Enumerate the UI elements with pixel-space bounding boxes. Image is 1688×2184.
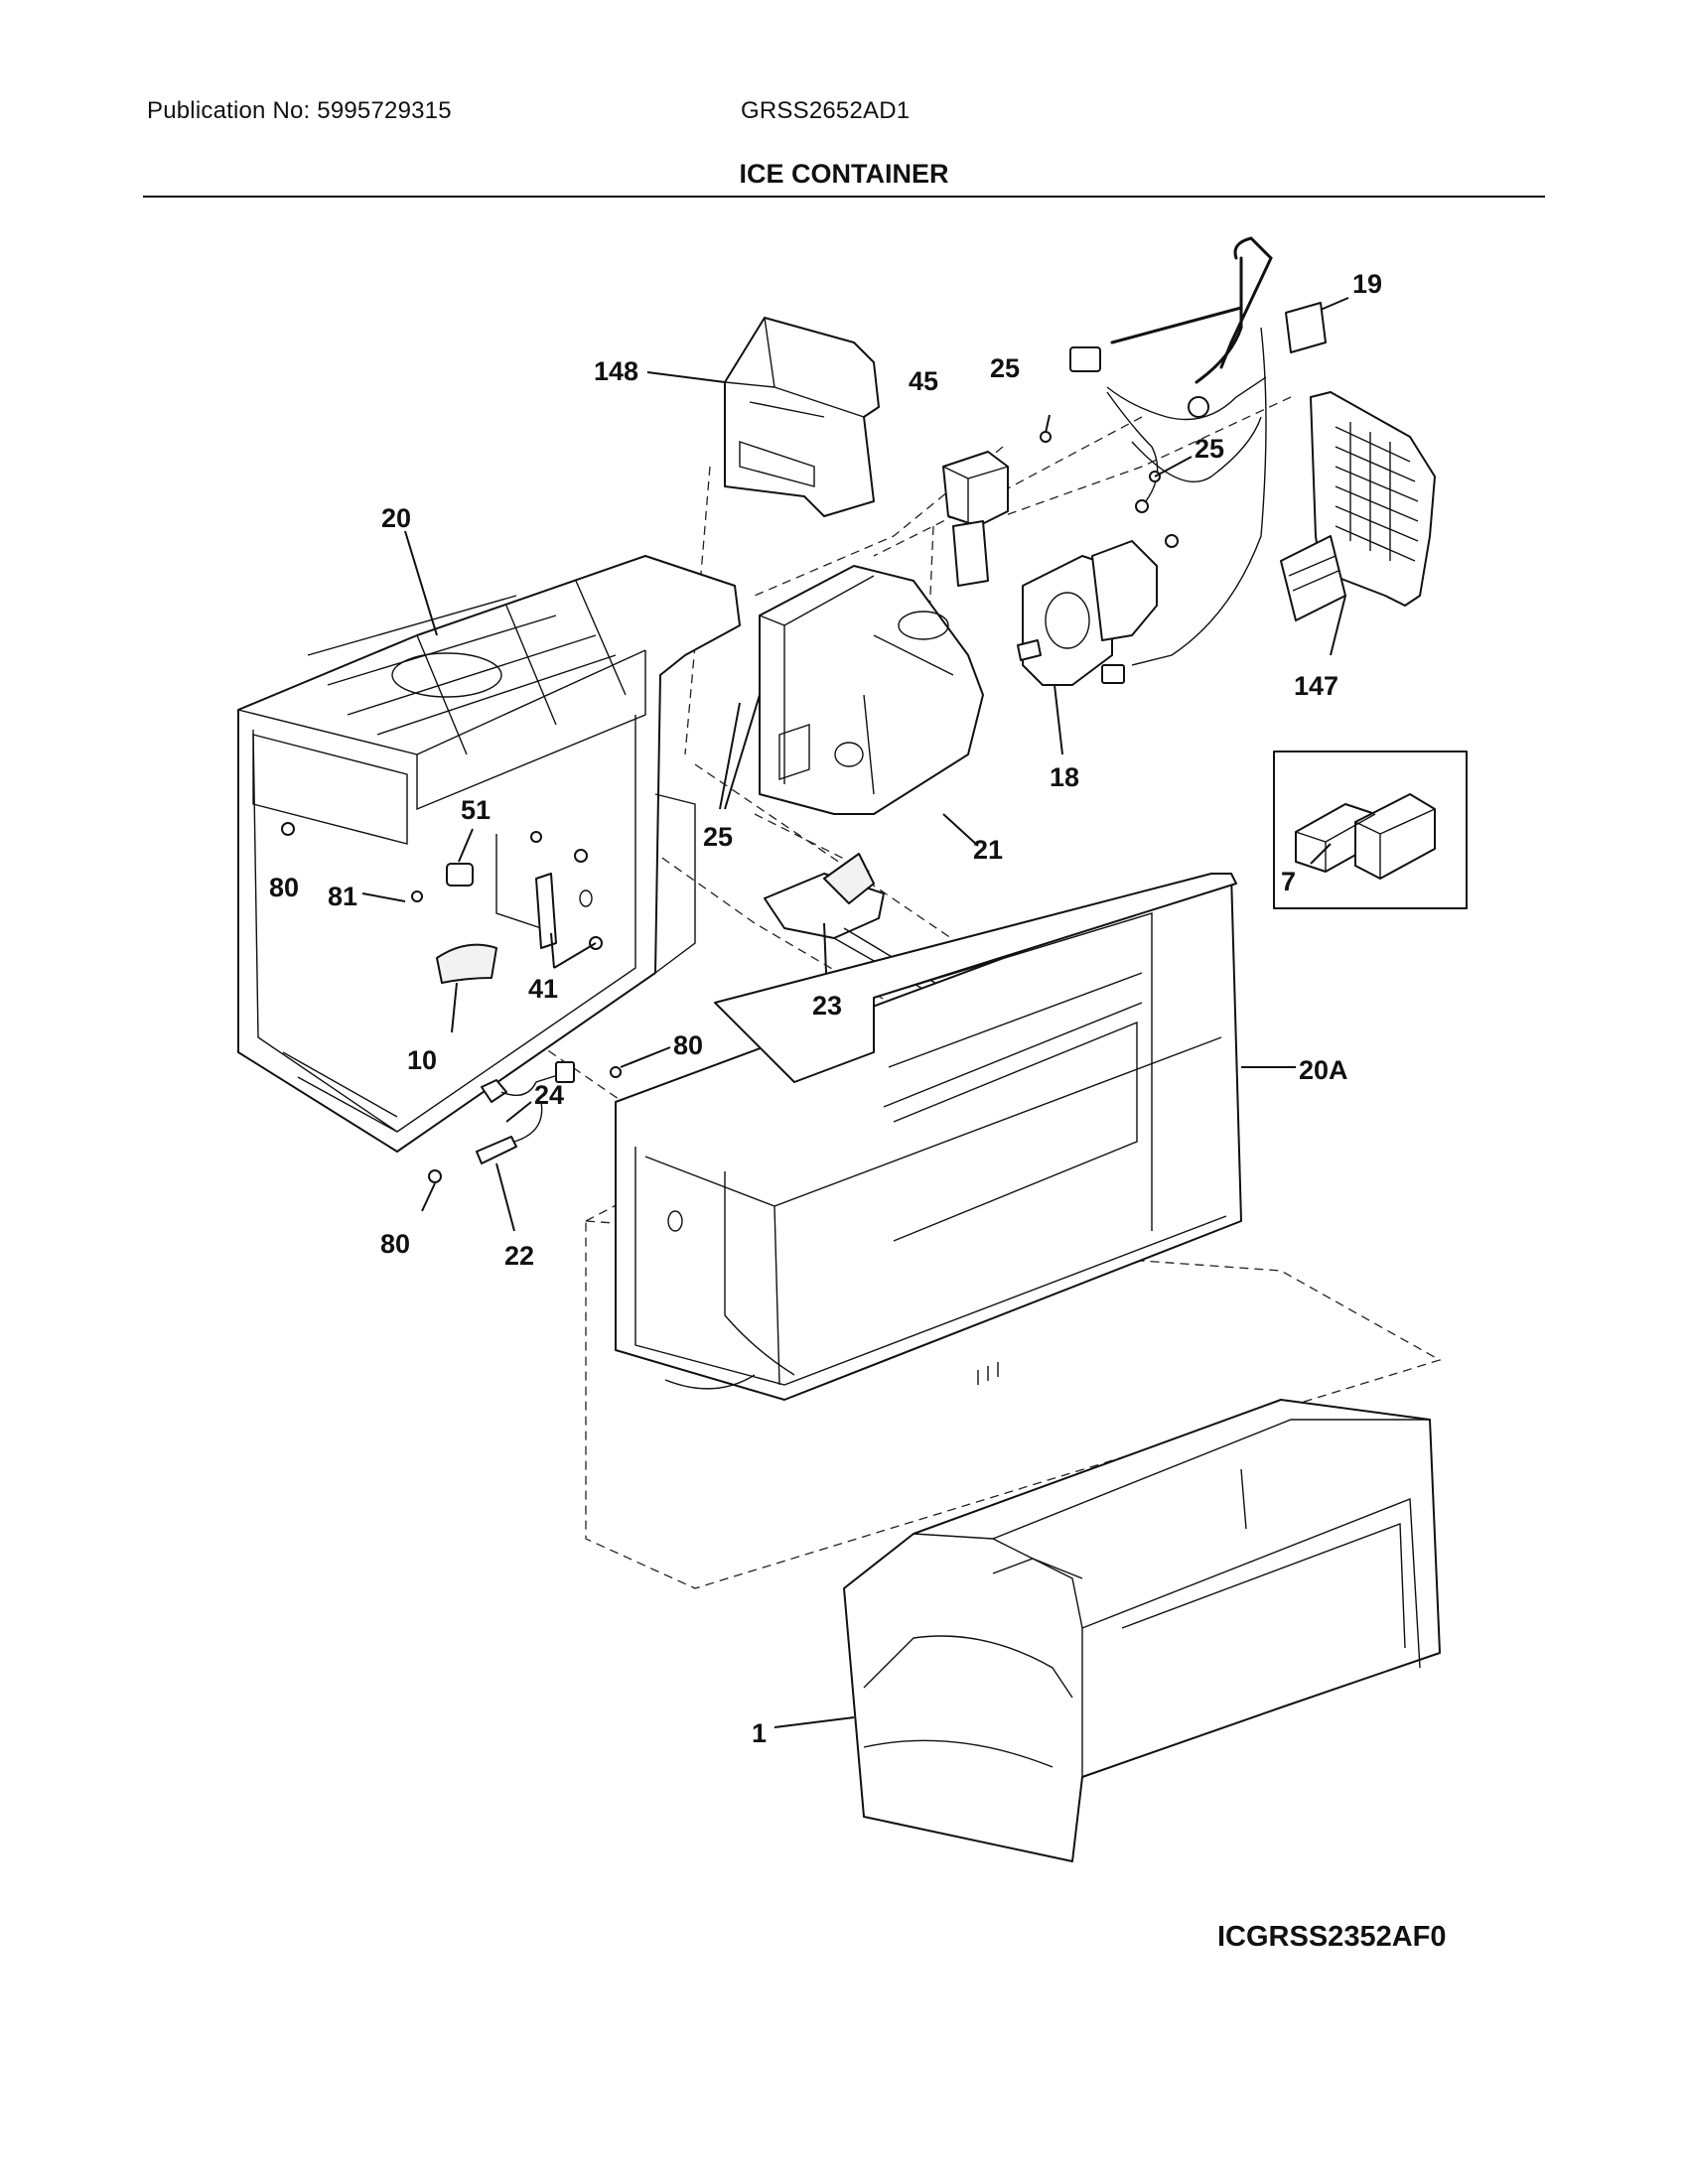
- callout-80-left: 80: [269, 873, 299, 902]
- callout-1: 1: [752, 1718, 767, 1748]
- page-title: ICE CONTAINER: [739, 159, 949, 189]
- callout-24: 24: [534, 1080, 564, 1110]
- callout-148: 148: [594, 356, 638, 386]
- callout-80-bottom: 80: [380, 1229, 410, 1259]
- model-number: GRSS2652AD1: [741, 97, 911, 124]
- part-148-cover: [724, 317, 880, 517]
- leader-lines: [361, 297, 1349, 1728]
- callout-81: 81: [328, 882, 357, 911]
- callout-147: 147: [1294, 671, 1338, 701]
- callout-45: 45: [909, 366, 938, 396]
- part-1-ice-bucket: [843, 1399, 1441, 1862]
- callout-10: 10: [407, 1045, 437, 1075]
- callouts: 148 45 25 19 25 20 147 18 7 51 25 21 80 …: [269, 269, 1382, 1748]
- part-20A-frame: [615, 873, 1242, 1401]
- callout-25-top: 25: [990, 353, 1020, 383]
- callout-41: 41: [528, 974, 558, 1004]
- callout-80-mid: 80: [673, 1030, 703, 1060]
- publication-number: Publication No: 5995729315: [147, 97, 452, 124]
- part-21-motor-housing: [759, 565, 984, 815]
- part-45-solenoid: [942, 431, 1052, 587]
- part-23-bracket: [764, 853, 951, 1003]
- part-18-gear-motor: [1017, 540, 1158, 686]
- housing-fasteners: [281, 822, 603, 950]
- callout-21: 21: [973, 835, 1003, 865]
- callout-25-housing: 25: [703, 822, 733, 852]
- callout-19: 19: [1352, 269, 1382, 299]
- callout-22: 22: [504, 1241, 534, 1271]
- title-rule: [143, 196, 1545, 198]
- callout-18: 18: [1050, 762, 1079, 792]
- callout-25-harness: 25: [1195, 434, 1224, 464]
- part-7-inset: [1273, 751, 1468, 909]
- callout-20: 20: [381, 503, 411, 533]
- callout-51: 51: [461, 795, 491, 825]
- part-20-housing: [237, 555, 741, 1153]
- part-19-wire-harness: [1069, 236, 1327, 666]
- callout-20A: 20A: [1299, 1055, 1348, 1085]
- callout-7: 7: [1281, 867, 1296, 896]
- part-22-24-sensor: [428, 1061, 622, 1183]
- part-147-grille-cover: [1280, 391, 1436, 621]
- diagram-reference-code: ICGRSS2352AF0: [1217, 1921, 1447, 1953]
- callout-23: 23: [812, 991, 842, 1021]
